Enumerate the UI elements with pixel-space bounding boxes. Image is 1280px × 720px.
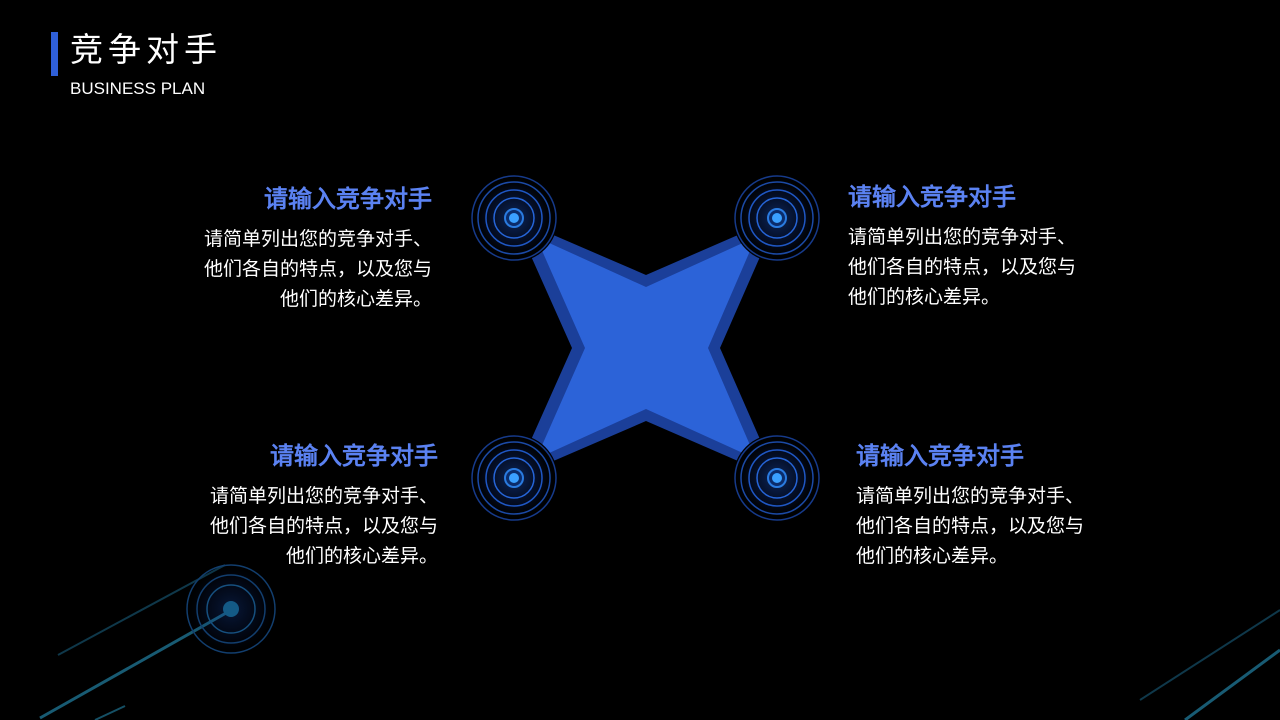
deco-node-icon: [183, 561, 279, 657]
node-bottom-left-icon: [470, 434, 558, 522]
competitor-heading[interactable]: 请输入竞争对手: [848, 183, 1016, 211]
page-title: 竞争对手: [70, 30, 222, 69]
competitor-item-bottom-right: 请输入竞争对手 请简单列出您的竞争对手、他们各自的特点，以及您与他们的核心差异。: [856, 439, 1084, 571]
competitor-item-top-left: 请输入竞争对手 请简单列出您的竞争对手、他们各自的特点，以及您与他们的核心差异。: [204, 182, 432, 314]
page-subtitle: BUSINESS PLAN: [70, 79, 206, 98]
competitor-description[interactable]: 请简单列出您的竞争对手、他们各自的特点，以及您与他们的核心差异。: [856, 485, 1085, 567]
central-star-shape: [514, 218, 777, 478]
competitor-heading[interactable]: 请输入竞争对手: [270, 442, 438, 470]
competitor-description[interactable]: 请简单列出您的竞争对手、他们各自的特点，以及您与他们的核心差异。: [848, 226, 1077, 308]
competitor-description[interactable]: 请简单列出您的竞争对手、他们各自的特点，以及您与他们的核心差异。: [210, 485, 439, 567]
competitor-item-top-right: 请输入竞争对手 请简单列出您的竞争对手、他们各自的特点，以及您与他们的核心差异。: [848, 180, 1076, 312]
competitor-heading[interactable]: 请输入竞争对手: [264, 185, 432, 213]
competitor-heading[interactable]: 请输入竞争对手: [856, 442, 1024, 470]
node-top-right-icon: [733, 174, 821, 262]
title-accent-bar: [51, 32, 58, 76]
node-top-left-icon: [470, 174, 558, 262]
competitor-description[interactable]: 请简单列出您的竞争对手、他们各自的特点，以及您与他们的核心差异。: [204, 228, 433, 310]
competitor-item-bottom-left: 请输入竞争对手 请简单列出您的竞争对手、他们各自的特点，以及您与他们的核心差异。: [210, 439, 438, 571]
node-bottom-right-icon: [733, 434, 821, 522]
